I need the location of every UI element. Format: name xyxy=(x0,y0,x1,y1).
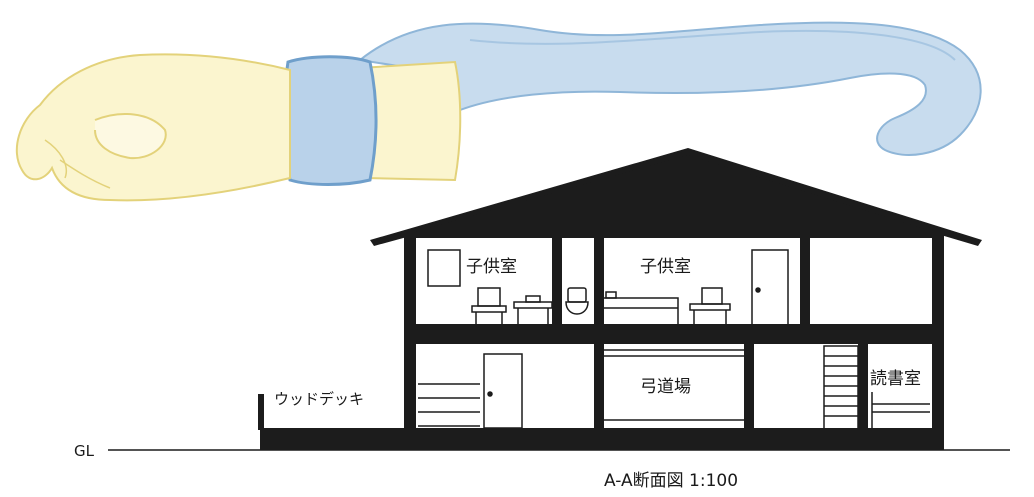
hand-finger-curl xyxy=(94,113,167,160)
lower-partition-1 xyxy=(594,344,604,430)
door-ground-left xyxy=(483,353,523,429)
label-child-room-right: 子供室 xyxy=(640,257,691,277)
desk-right-room xyxy=(689,287,731,326)
upper-partition-3 xyxy=(800,232,810,326)
lower-partition-3 xyxy=(858,344,868,430)
kyudojo-screens xyxy=(604,349,744,421)
stairs-ground-left xyxy=(418,383,480,427)
sleeve-tail-shade xyxy=(469,29,956,61)
label-child-room-left: 子供室 xyxy=(466,257,517,277)
label-wood-deck: ウッドデッキ xyxy=(274,390,364,408)
bed-right-room xyxy=(604,291,679,326)
drawing-caption: A-A断面図 1:100 xyxy=(604,471,738,491)
sleeve-cuff xyxy=(282,55,378,186)
upper-partition-1 xyxy=(552,232,562,326)
sleeve-body xyxy=(358,60,462,182)
ceiling-beam xyxy=(404,232,944,238)
chair-left-room xyxy=(471,287,507,326)
desk-left-room xyxy=(513,295,553,326)
roof-fill xyxy=(404,155,944,235)
stairs-ground-right xyxy=(823,345,859,431)
hand-finger-lines xyxy=(44,139,111,189)
wood-deck-post xyxy=(258,394,264,430)
sleeve-tail xyxy=(357,21,982,156)
toilet-icon xyxy=(565,287,589,315)
label-kyudojo: 弓道場 xyxy=(640,377,691,397)
house-section xyxy=(258,148,982,450)
door-right-room xyxy=(751,249,789,327)
second-floor-slab xyxy=(404,324,944,344)
upper-partition-2 xyxy=(594,232,604,326)
lower-partition-2 xyxy=(744,344,754,430)
ghost-sleeve-illustration xyxy=(15,21,982,202)
label-reading-room: 読書室 xyxy=(870,369,921,389)
label-ground-line: GL xyxy=(74,442,95,460)
reading-room-bench xyxy=(871,392,930,428)
window-left-room xyxy=(427,249,461,287)
foundation-slab xyxy=(260,428,944,450)
